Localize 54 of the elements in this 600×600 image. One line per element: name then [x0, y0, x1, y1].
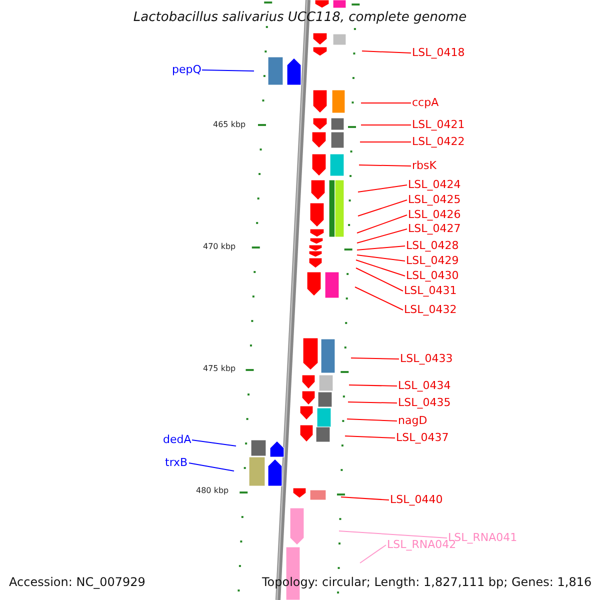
scale-label: 470 kbp: [203, 243, 236, 251]
gene-label: pepQ: [172, 64, 202, 75]
leader-line: [356, 254, 406, 262]
leader-line: [356, 260, 406, 276]
leader-line: [362, 50, 412, 54]
scale-label: 465 kbp: [213, 121, 246, 129]
leader-line: [348, 384, 398, 386]
leader-line: [358, 164, 412, 166]
gene-label: LSL_0418: [412, 47, 465, 58]
gene-label: LSL_0424: [408, 179, 461, 190]
gene-label: rbsK: [412, 160, 436, 171]
gene-label: LSL_0432: [404, 304, 457, 315]
leader-line: [360, 544, 386, 564]
scale-label: 480 kbp: [196, 487, 229, 495]
gene-label: nagD: [398, 415, 428, 426]
leader-line: [358, 200, 408, 216]
gene-label: LSL_0421: [412, 119, 465, 130]
leader-line: [356, 268, 404, 292]
scale-label: 475 kbp: [203, 365, 236, 373]
gene-label: LSL_0428: [406, 240, 459, 251]
gene-label: LSL_0437: [396, 432, 449, 443]
gene-label: LSL_0427: [408, 223, 461, 234]
gene-label: LSL_0425: [408, 194, 461, 205]
gene-label: ccpA: [412, 97, 439, 108]
gene-label: trxB: [165, 457, 188, 468]
leader-line: [340, 496, 390, 500]
leader-line: [338, 530, 448, 538]
gene-label: LSL_0430: [406, 270, 459, 281]
leader-line: [350, 358, 400, 360]
accession-text: Accession: NC_007929: [9, 576, 146, 588]
gene-label: LSL_0434: [398, 380, 451, 391]
gene-label: LSL_0431: [404, 285, 457, 296]
leader-line: [356, 228, 408, 244]
leader-line: [356, 214, 408, 234]
gene-label: LSL_0440: [390, 494, 443, 505]
gene-label: LSL_0433: [400, 353, 453, 364]
gene-label: LSL_0422: [412, 136, 465, 147]
leader-line: [360, 124, 412, 126]
leader-line: [344, 436, 396, 438]
leader-line: [202, 70, 254, 72]
gene-label: LSL_0426: [408, 209, 461, 220]
leader-line: [354, 286, 404, 310]
gene-label: LSL_0435: [398, 397, 451, 408]
title: Lactobacillus salivarius UCC118, complete genome: [132, 11, 468, 24]
leader-line: [358, 184, 408, 192]
gene-label: LSL_0429: [406, 255, 459, 266]
leader-line: [356, 246, 406, 250]
genome-summary-text: Topology: circular; Length: 1,827,111 bp; Genes: 1,816: [262, 576, 592, 588]
leader-line: [188, 462, 234, 472]
leader-line: [348, 402, 398, 404]
leader-line: [192, 440, 236, 446]
gene-label: dedA: [163, 434, 192, 445]
leader-line: [360, 102, 412, 104]
leader-line: [346, 418, 398, 422]
